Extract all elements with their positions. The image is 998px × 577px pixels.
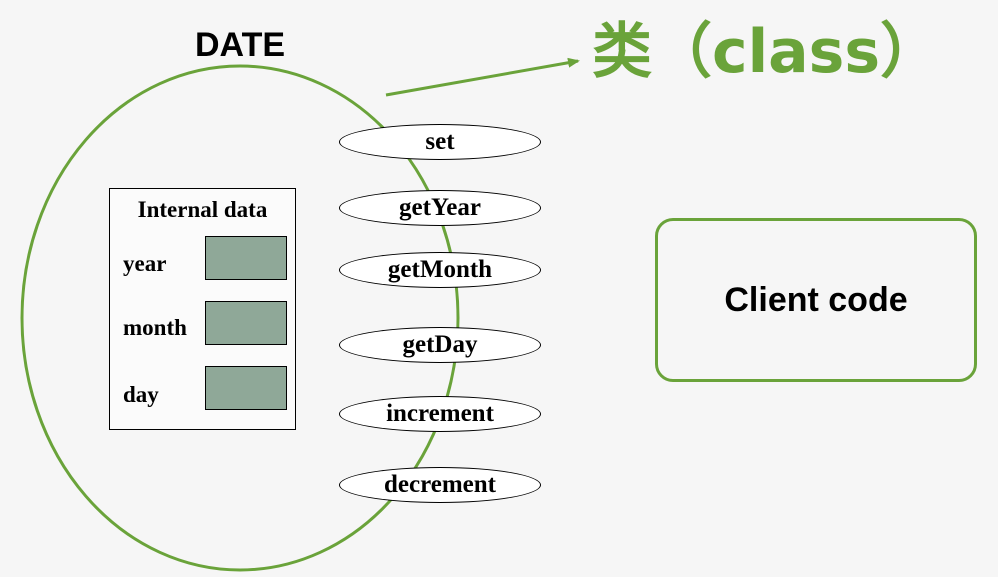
method-decrement: decrement xyxy=(339,467,541,503)
internal-data-title: Internal data xyxy=(137,197,268,222)
internal-data-box: Internal data year month day xyxy=(109,188,296,430)
method-label: set xyxy=(425,128,455,155)
method-getyear: getYear xyxy=(339,190,541,226)
method-label: decrement xyxy=(384,471,496,498)
client-code-box: Client code xyxy=(655,218,977,382)
field-slot-day xyxy=(205,366,287,410)
method-label: getDay xyxy=(402,331,478,358)
class-boundary-ellipse xyxy=(20,64,460,572)
method-label: increment xyxy=(386,400,494,427)
client-code-label: Client code xyxy=(724,280,908,319)
class-pointer-arrow xyxy=(385,57,580,97)
field-label-month: month xyxy=(123,315,187,340)
method-getmonth: getMonth xyxy=(339,252,541,288)
field-slot-month xyxy=(205,301,287,345)
field-slot-year xyxy=(205,236,287,280)
class-name-title: DATE xyxy=(194,26,286,64)
method-label: getYear xyxy=(399,194,481,221)
field-label-year: year xyxy=(123,251,167,276)
field-label-day: day xyxy=(123,382,159,407)
method-set: set xyxy=(339,124,541,160)
class-concept-label: 类（class） xyxy=(592,17,941,87)
method-getday: getDay xyxy=(339,327,541,363)
method-label: getMonth xyxy=(387,256,493,283)
method-increment: increment xyxy=(339,396,541,432)
